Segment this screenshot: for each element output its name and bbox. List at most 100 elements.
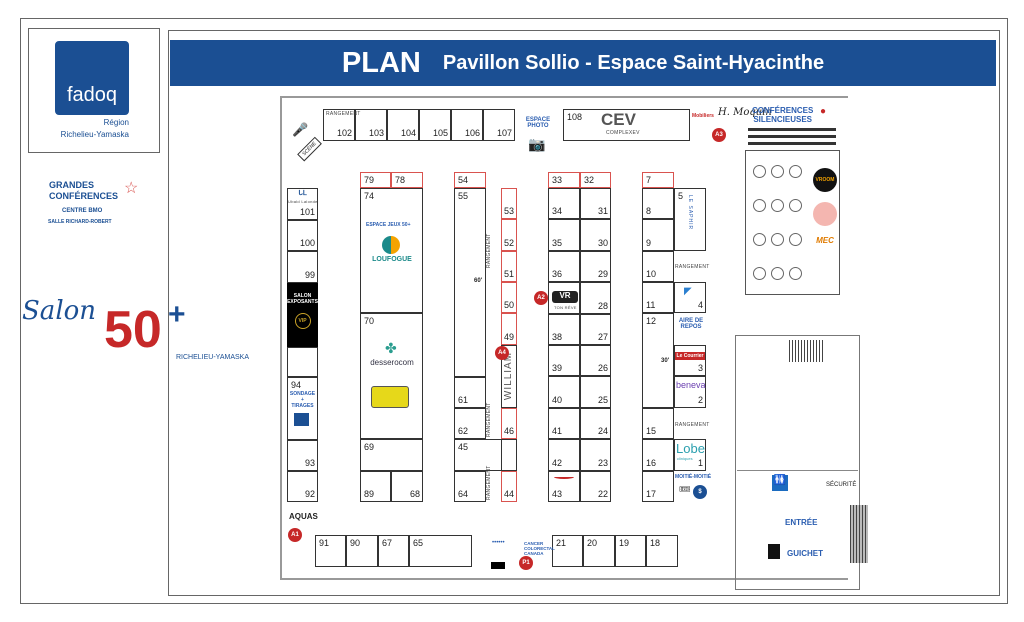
booth[interactable]: 94 bbox=[287, 377, 318, 440]
booth[interactable]: 91 bbox=[315, 535, 346, 567]
booth[interactable]: 103 bbox=[355, 109, 387, 141]
booth[interactable]: 53 bbox=[501, 188, 517, 219]
booth[interactable]: 52 bbox=[501, 219, 517, 251]
booth[interactable]: 20 bbox=[583, 535, 615, 567]
booth-number: 11 bbox=[646, 300, 656, 310]
booth[interactable]: 92 bbox=[287, 471, 318, 502]
booth[interactable]: 18 bbox=[646, 535, 678, 567]
booth-number: 18 bbox=[650, 538, 661, 548]
guichet-label: GUICHET bbox=[787, 549, 823, 558]
booth[interactable]: 69 bbox=[360, 439, 423, 471]
booth[interactable]: 25 bbox=[580, 376, 611, 408]
booth[interactable]: 79 bbox=[360, 172, 391, 188]
booth[interactable]: 50 bbox=[501, 282, 517, 313]
le-courrier-logo: Le Courrier bbox=[675, 352, 705, 360]
booth[interactable]: 29 bbox=[580, 250, 611, 283]
rangement-label: RANGEMENT bbox=[486, 233, 492, 268]
booth[interactable]: 28 bbox=[580, 282, 611, 314]
booth[interactable]: 24 bbox=[580, 407, 611, 440]
booth[interactable]: 34 bbox=[548, 188, 580, 220]
booth[interactable]: 40 bbox=[548, 376, 580, 408]
espace-jeux-label: ESPACE JEUX 50+ bbox=[366, 222, 411, 228]
booth[interactable]: 8 bbox=[642, 188, 674, 219]
booth[interactable]: 93 bbox=[287, 440, 318, 471]
booth[interactable]: 33 bbox=[548, 172, 580, 188]
booth[interactable]: 99 bbox=[287, 251, 318, 283]
booth[interactable]: 38 bbox=[548, 313, 580, 345]
booth[interactable]: 51 bbox=[501, 251, 517, 282]
booth-number: 49 bbox=[503, 332, 514, 342]
booth[interactable]: 44 bbox=[501, 471, 517, 502]
centre-bmo: CENTRE BMO bbox=[62, 208, 103, 214]
booth[interactable]: 31 bbox=[580, 188, 611, 220]
booth[interactable]: 105 bbox=[419, 109, 451, 141]
booth[interactable]: 64 bbox=[454, 471, 486, 502]
booth[interactable]: 108 bbox=[563, 109, 690, 141]
booth[interactable]: 65 bbox=[409, 535, 472, 567]
badge-a1: A1 bbox=[288, 528, 302, 542]
booth[interactable]: 78 bbox=[391, 172, 423, 188]
booth[interactable]: 70 bbox=[360, 313, 423, 439]
vr-logo: VR bbox=[552, 291, 578, 303]
booth[interactable]: 5 bbox=[674, 188, 706, 251]
booth[interactable]: 42 bbox=[548, 439, 580, 471]
booth[interactable]: 10 bbox=[642, 251, 674, 282]
booth-number: 103 bbox=[368, 128, 384, 138]
booth[interactable]: 90 bbox=[346, 535, 378, 567]
booth[interactable]: 16 bbox=[642, 439, 674, 471]
booth[interactable]: 68 bbox=[391, 471, 423, 502]
booth[interactable]: 2 bbox=[674, 376, 706, 408]
booth[interactable]: 36 bbox=[548, 250, 580, 283]
booth[interactable]: 9 bbox=[642, 219, 674, 251]
booth[interactable]: 39 bbox=[548, 345, 580, 377]
booth[interactable]: 104 bbox=[387, 109, 419, 141]
fadoq-region-name: Richelieu-Yamaska bbox=[60, 130, 129, 139]
booth[interactable]: 22 bbox=[580, 470, 611, 502]
booth[interactable]: 19 bbox=[615, 535, 646, 567]
booth[interactable]: 7 bbox=[642, 172, 674, 188]
booth[interactable]: 41 bbox=[548, 407, 580, 440]
ambulance-icon bbox=[371, 386, 409, 408]
lobe-sub: cliniques bbox=[677, 456, 693, 461]
booth[interactable]: 49 bbox=[501, 313, 517, 345]
booth[interactable]: 15 bbox=[642, 408, 674, 439]
booth[interactable]: 1 bbox=[674, 439, 706, 471]
booth[interactable]: 11 bbox=[642, 282, 674, 313]
booth[interactable]: 26 bbox=[580, 345, 611, 377]
booth[interactable]: 46 bbox=[501, 408, 517, 439]
booth-number: 104 bbox=[400, 128, 416, 138]
booth[interactable]: 32 bbox=[580, 172, 611, 188]
booth[interactable]: 17 bbox=[642, 471, 674, 502]
booth[interactable]: 61 bbox=[454, 377, 486, 408]
booth[interactable]: 101 bbox=[287, 188, 318, 220]
booth[interactable]: 30 bbox=[580, 219, 611, 251]
booth-number: 61 bbox=[458, 395, 469, 405]
booth[interactable]: 54 bbox=[454, 172, 486, 188]
booth-unnumbered[interactable] bbox=[287, 347, 318, 377]
booth[interactable]: 67 bbox=[378, 535, 409, 567]
booth[interactable]: 62 bbox=[454, 408, 486, 439]
booth-unnumbered[interactable] bbox=[501, 345, 517, 408]
booth-number: 74 bbox=[364, 191, 375, 201]
booth-number: 10 bbox=[646, 269, 657, 279]
booth[interactable]: 89 bbox=[360, 471, 391, 502]
booth[interactable]: 3 bbox=[674, 345, 706, 376]
booth-number: 8 bbox=[646, 206, 652, 216]
booth-number: 40 bbox=[552, 394, 563, 405]
booth[interactable]: 35 bbox=[548, 219, 580, 251]
booth[interactable]: 21 bbox=[552, 535, 583, 567]
booth[interactable]: 23 bbox=[580, 439, 611, 471]
booth-number: 4 bbox=[697, 300, 703, 310]
booth[interactable]: 4 bbox=[674, 282, 706, 313]
booth-number: 23 bbox=[597, 457, 608, 468]
booth-number: 67 bbox=[382, 538, 393, 548]
booth[interactable]: 12 bbox=[642, 313, 674, 408]
booth[interactable]: 102 bbox=[323, 109, 355, 141]
booth[interactable]: 106 bbox=[451, 109, 483, 141]
booth[interactable]: 100 bbox=[287, 220, 318, 251]
booth[interactable]: 55 bbox=[454, 188, 486, 377]
booth[interactable]: 107 bbox=[483, 109, 515, 141]
booth-number: 31 bbox=[597, 206, 608, 217]
booth[interactable]: 27 bbox=[580, 313, 611, 345]
booth-unnumbered[interactable] bbox=[501, 439, 517, 471]
